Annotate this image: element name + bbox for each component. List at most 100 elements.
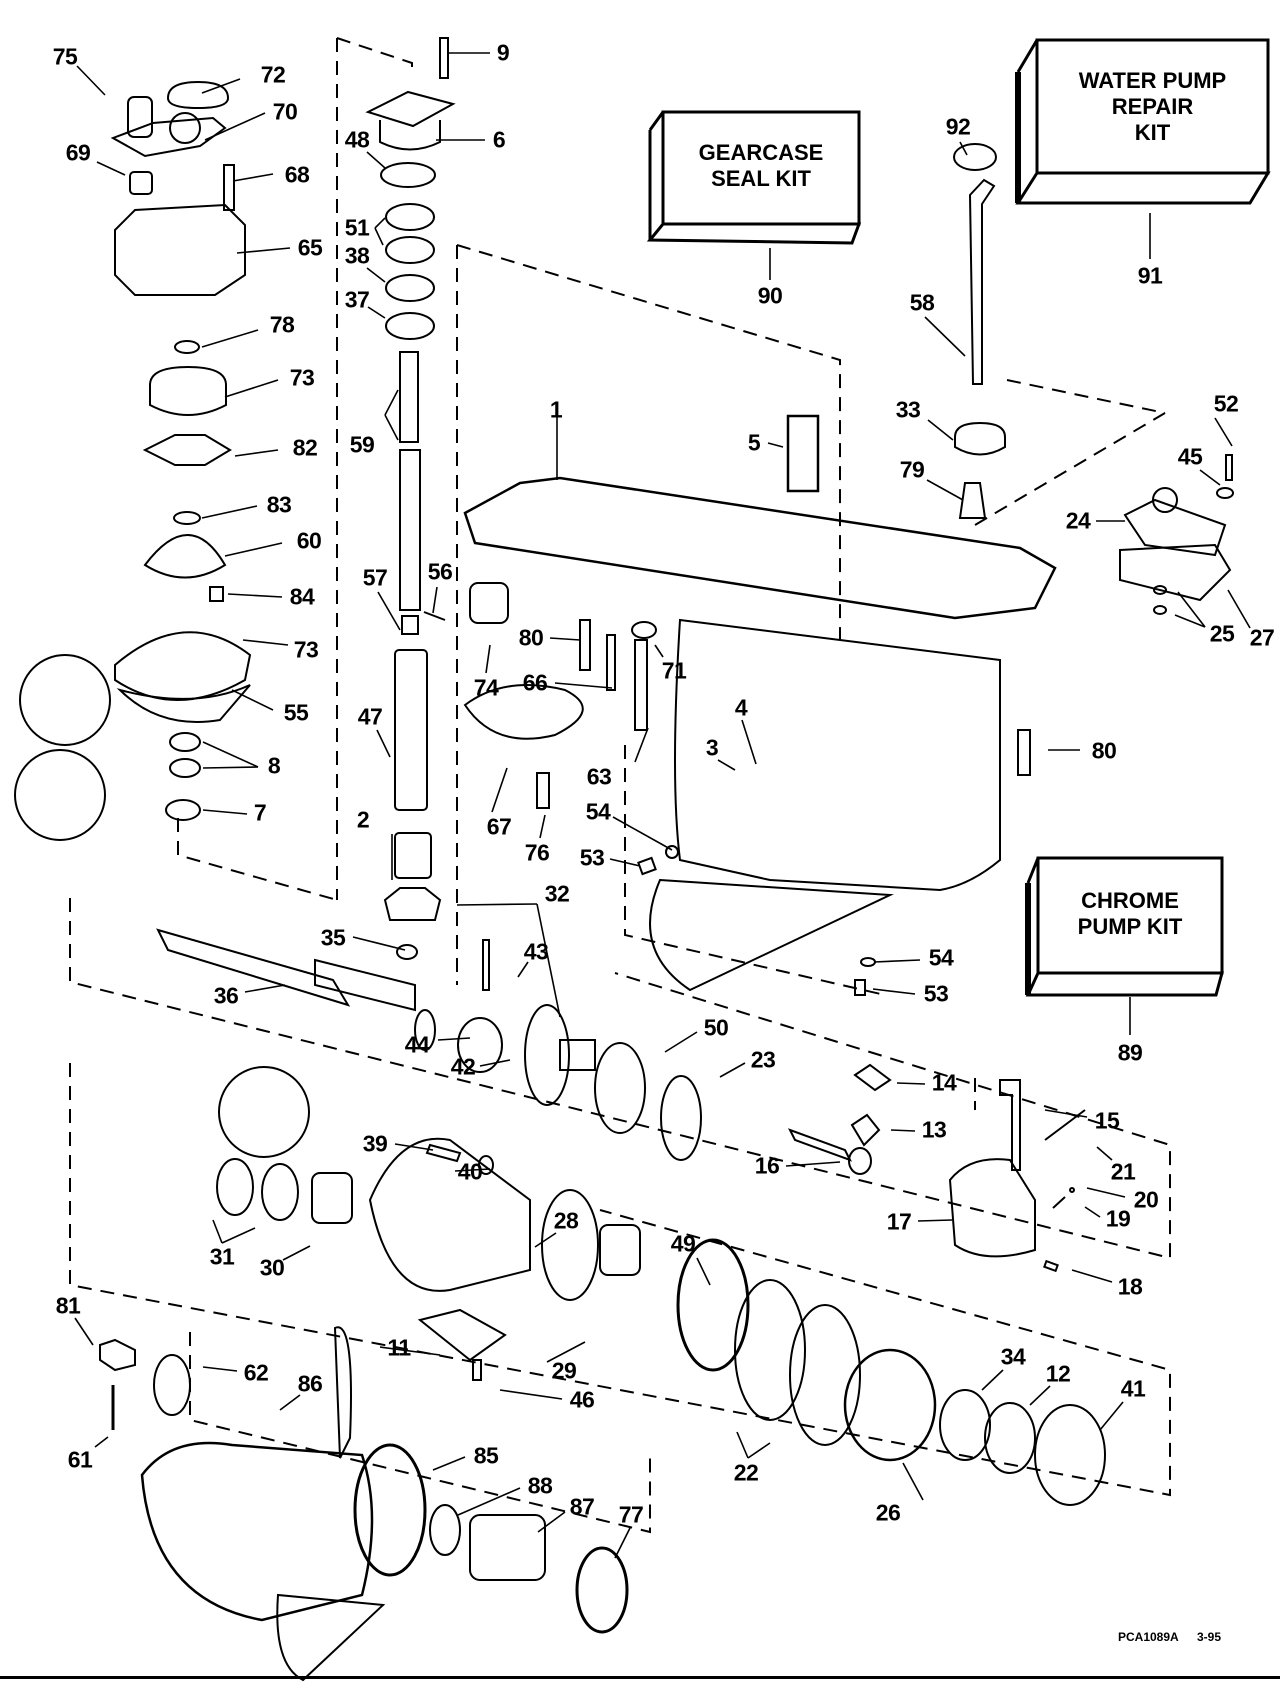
kit-label-line: KIT bbox=[1134, 120, 1171, 145]
kit-label-line: GEARCASE bbox=[698, 140, 824, 165]
part-66-screw bbox=[606, 634, 616, 691]
detail-circle-seals bbox=[19, 654, 111, 746]
drawing-date: 3-95 bbox=[1197, 1630, 1222, 1644]
part-28-flange bbox=[541, 1189, 599, 1301]
part-9-screw bbox=[439, 37, 449, 79]
callout-75: 75 bbox=[52, 43, 78, 70]
part-62-thrust-washer bbox=[153, 1354, 191, 1416]
part-47-pump-housing bbox=[394, 649, 428, 811]
callout-42: 42 bbox=[450, 1053, 476, 1080]
callout-54: 54 bbox=[585, 798, 611, 825]
callout-leader-lines bbox=[74, 52, 1251, 1559]
callout-86: 86 bbox=[297, 1370, 323, 1397]
part-70-tube bbox=[127, 96, 153, 138]
callout-29: 29 bbox=[551, 1357, 577, 1384]
part-2-bearing bbox=[394, 832, 432, 879]
callout-82: 82 bbox=[292, 434, 318, 461]
part-88-spacer bbox=[429, 1504, 461, 1556]
callout-6: 6 bbox=[492, 126, 506, 153]
part-30-bearing bbox=[311, 1172, 353, 1224]
callout-14: 14 bbox=[931, 1069, 957, 1096]
callout-33: 33 bbox=[895, 396, 921, 423]
callout-73: 73 bbox=[289, 364, 315, 391]
part-82-impeller bbox=[142, 434, 232, 466]
part-1-gear-housing-lower bbox=[674, 618, 1001, 892]
part-35-ring bbox=[396, 944, 418, 960]
part-29-bearing bbox=[599, 1224, 641, 1276]
callout-5: 5 bbox=[747, 429, 761, 456]
callout-35: 35 bbox=[320, 924, 346, 951]
part-44-ring bbox=[414, 1009, 436, 1051]
part-74-anode bbox=[469, 582, 509, 624]
kit-label-water-pump-repair: WATER PUMP REPAIR KIT bbox=[1037, 68, 1268, 146]
callout-65: 65 bbox=[297, 234, 323, 261]
callout-17: 17 bbox=[886, 1208, 912, 1235]
part-57-collar bbox=[401, 615, 419, 635]
callout-55: 55 bbox=[283, 699, 309, 726]
callout-22: 22 bbox=[733, 1459, 759, 1486]
callout-18: 18 bbox=[1117, 1273, 1143, 1300]
callout-71: 71 bbox=[661, 657, 687, 684]
part-13-cradle bbox=[850, 1113, 881, 1147]
callout-58: 58 bbox=[909, 289, 935, 316]
callout-66: 66 bbox=[522, 669, 548, 696]
part-7-seal bbox=[165, 799, 201, 821]
part-shapes bbox=[14, 37, 1271, 1682]
part-33-grommet bbox=[954, 421, 1006, 456]
callout-59: 59 bbox=[349, 431, 375, 458]
callout-89: 89 bbox=[1117, 1039, 1143, 1066]
part-76-screw bbox=[536, 772, 550, 809]
callout-47: 47 bbox=[357, 703, 383, 730]
callout-36: 36 bbox=[213, 982, 239, 1009]
part-55-gasket bbox=[116, 684, 251, 723]
part-8-seal-lower bbox=[169, 758, 201, 778]
part-85-hub bbox=[353, 1443, 427, 1577]
part-72-grommet bbox=[166, 80, 230, 110]
part-56-pin bbox=[423, 611, 446, 621]
part-25-washer-b bbox=[1153, 605, 1167, 615]
part-36-propshaft bbox=[156, 928, 351, 1007]
callout-68: 68 bbox=[284, 161, 310, 188]
callout-50: 50 bbox=[703, 1014, 729, 1041]
part-73-plate bbox=[114, 631, 252, 701]
callout-51: 51 bbox=[344, 214, 370, 241]
part-68-bolt bbox=[223, 164, 235, 211]
part-31-seal-b bbox=[261, 1163, 299, 1221]
part-1-skeg bbox=[649, 878, 894, 992]
callout-85: 85 bbox=[473, 1442, 499, 1469]
part-19-spring bbox=[1052, 1196, 1066, 1209]
part-28-carrier bbox=[368, 1137, 531, 1292]
part-6-housing bbox=[365, 90, 456, 151]
callout-37: 37 bbox=[344, 286, 370, 313]
part-80-bolt bbox=[579, 619, 591, 671]
part-15-lever bbox=[999, 1079, 1021, 1171]
callout-46: 46 bbox=[569, 1386, 595, 1413]
kit-label-line: CHROME bbox=[1081, 888, 1179, 913]
callout-80: 80 bbox=[518, 624, 544, 651]
callout-53: 53 bbox=[579, 844, 605, 871]
callout-13: 13 bbox=[921, 1116, 947, 1143]
callout-80-right: 80 bbox=[1091, 737, 1117, 764]
kit-box-90-base bbox=[646, 222, 862, 245]
callout-56: 56 bbox=[427, 558, 453, 585]
callout-48: 48 bbox=[344, 126, 370, 153]
callout-49: 49 bbox=[670, 1230, 696, 1257]
callout-27: 27 bbox=[1249, 624, 1275, 651]
part-86-blade-bottom bbox=[276, 1593, 386, 1682]
dashed-group-outlines bbox=[69, 37, 1171, 1534]
callout-77: 77 bbox=[618, 1501, 644, 1528]
part-70-bushing bbox=[169, 112, 201, 144]
part-38-washer bbox=[385, 274, 435, 302]
callout-45: 45 bbox=[1177, 443, 1203, 470]
callout-28: 28 bbox=[553, 1207, 579, 1234]
part-34-washer bbox=[939, 1389, 991, 1461]
callout-70: 70 bbox=[272, 98, 298, 125]
part-51-shim-2 bbox=[385, 236, 435, 264]
part-31-seal-a bbox=[216, 1158, 254, 1216]
part-50-thrust-bearing bbox=[594, 1042, 646, 1134]
part-42-clutch bbox=[457, 1017, 503, 1073]
part-5-screen bbox=[786, 414, 820, 493]
callout-38: 38 bbox=[344, 242, 370, 269]
callout-39: 39 bbox=[362, 1130, 388, 1157]
part-11-tab bbox=[417, 1308, 507, 1362]
